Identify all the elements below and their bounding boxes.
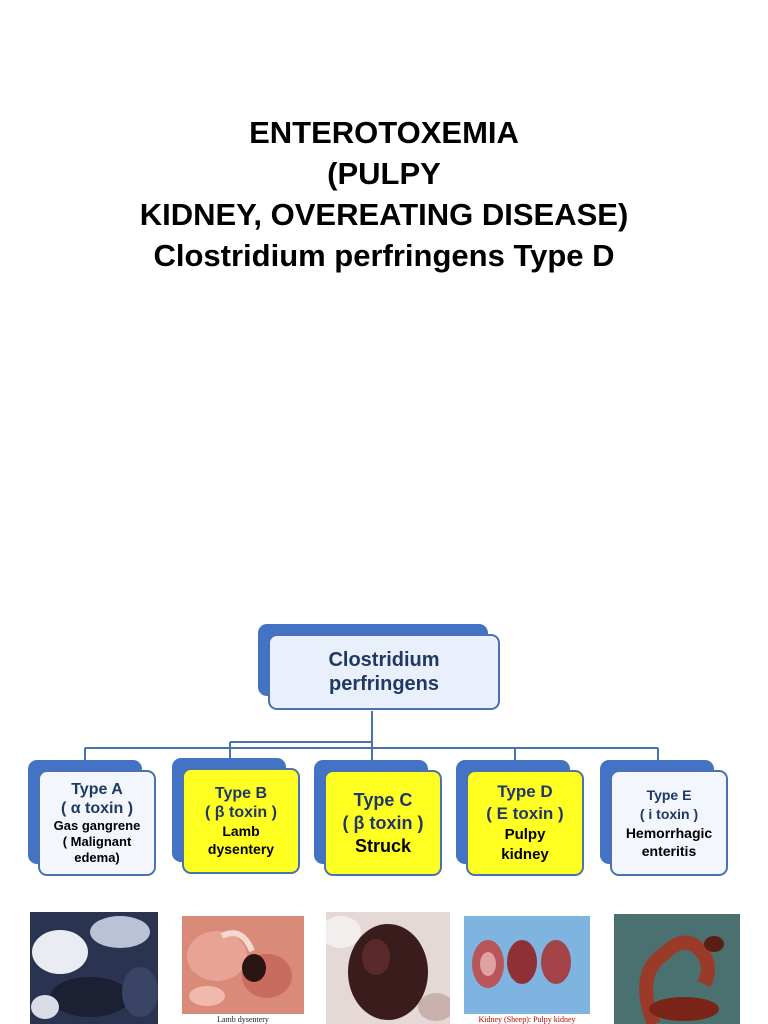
type-e-effect-1: Hemorrhagic [625,825,713,841]
photo-type-b-image [182,916,304,1014]
type-a-effect-2: ( Malignant [62,834,132,849]
type-e-toxin: ( i toxin ) [639,806,699,822]
photo-type-e [614,914,740,1024]
photo-type-a-image [30,912,158,1024]
type-c-effect-1: Struck [354,835,412,856]
type-e-effect-2: enteritis [641,843,697,859]
photo-type-d-image [464,916,590,1014]
type-a-toxin: ( α toxin ) [60,800,134,817]
photo-type-a [30,912,158,1024]
type-a-effect-1: Gas gangrene [53,818,141,833]
slide-title: ENTEROTOXEMIA (PULPY KIDNEY, OVEREATING … [0,112,768,276]
root-label-line-2: perfringens [328,673,440,695]
type-a-name: Type A [71,781,123,798]
type-b-name: Type B [214,785,268,802]
photo-type-e-image [614,914,740,1024]
title-line-3: KIDNEY, OVEREATING DISEASE) [139,197,629,232]
photo-type-c-image [326,912,450,1024]
type-d-effect-1: Pulpy [504,826,546,843]
type-c-toxin: ( β toxin ) [342,812,424,833]
type-b-effect-2: dysentery [207,841,275,857]
type-d-effect-2: kidney [501,846,549,863]
type-c-name: Type C [353,789,413,810]
root-node: Clostridium perfringens [258,624,502,712]
photo-type-d: Kidney (Sheep): Pulpy kidney [464,916,590,1024]
photo-type-d-caption: Kidney (Sheep): Pulpy kidney [464,1015,590,1024]
type-b-effect-1: Lamb [222,823,260,839]
type-a-effect-3: edema) [74,850,120,865]
type-d-name: Type D [497,782,553,801]
type-e-name: Type E [646,787,692,803]
type-d-toxin: ( E toxin ) [486,804,564,823]
title-line-2: (PULPY [327,156,441,191]
title-line-1: ENTEROTOXEMIA [249,115,519,150]
type-b-toxin: ( β toxin ) [205,804,277,821]
photo-type-b: Lamb dysentery [182,916,304,1024]
title-line-4: Clostridium perfringens Type D [153,238,615,273]
root-label-line-1: Clostridium [328,649,440,671]
photo-type-b-caption: Lamb dysentery [182,1015,304,1024]
photo-type-c [326,912,450,1024]
